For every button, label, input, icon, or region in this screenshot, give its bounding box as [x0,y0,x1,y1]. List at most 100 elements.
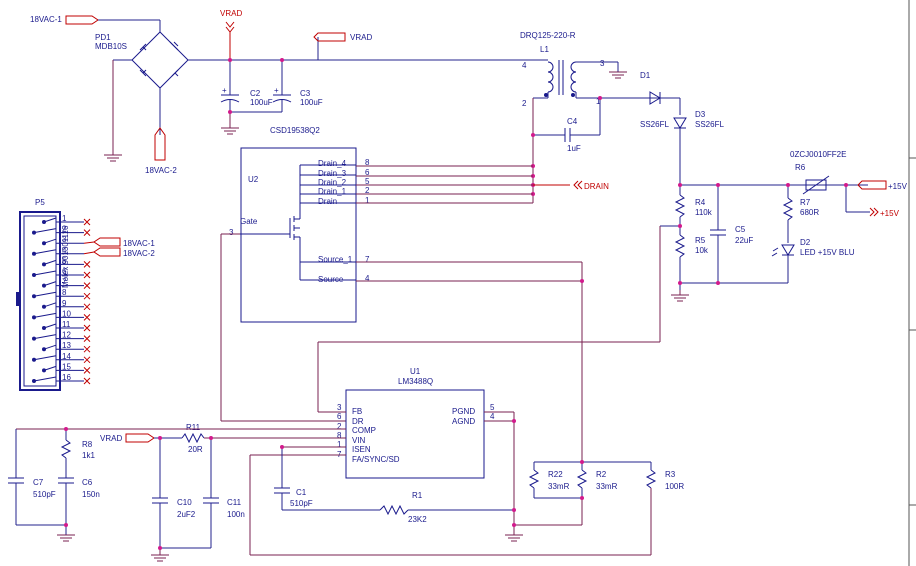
shunt-bus [514,461,651,526]
svg-text:R22: R22 [548,470,563,479]
p5-pin-number: 4 [62,246,67,255]
svg-text:FA/SYNC/SD: FA/SYNC/SD [352,455,400,464]
junctions-top [228,58,284,114]
svg-text:18VAC-2: 18VAC-2 [145,166,177,175]
svg-text:C3: C3 [300,89,311,98]
p5-pin-15: 15 [42,362,91,374]
p5-pin-number: 16 [62,373,71,382]
svg-text:VRAD: VRAD [100,434,122,443]
comp-network: C7 510pF [8,428,346,526]
svg-text:Source_1: Source_1 [318,255,353,264]
svg-text:C10: C10 [177,498,192,507]
p5-pin-number: 12 [62,331,71,340]
p5-pin-10: 10 [32,309,91,321]
p5-pin-number: 11 [62,320,71,329]
p5-pin-8: 8 [32,288,91,300]
svg-text:510pF: 510pF [290,499,313,508]
bridge-rectifier-pd1: PD1 MDB10S [95,31,230,155]
svg-text:+: + [274,86,279,95]
polyfuse-r6: 0ZCJ0010FF2E R6 [790,150,846,195]
connector-p5: P5 Molex 901301116 [16,198,70,391]
led-d2: D2 LED +15V BLU [771,238,855,283]
svg-text:U2: U2 [248,175,259,184]
p5-pin-4: 4 [32,246,95,256]
p5-pin-6: 6 [32,267,91,279]
svg-text:VIN: VIN [352,436,366,445]
resistor-r4: R4 110k [674,185,713,235]
ground-l1 [609,71,627,79]
svg-text:100n: 100n [227,510,245,519]
transformer-l1: DRQ125-220-R L1 4 3 2 1 [520,31,619,108]
svg-text:18VAC-1: 18VAC-1 [123,239,155,248]
p5-pin-number: 13 [62,341,71,350]
svg-text:C5: C5 [735,225,746,234]
capacitor-c4: C4 1uF [533,98,601,153]
svg-text:1: 1 [337,440,342,449]
svg-text:P5: P5 [35,198,45,207]
p5-pin-13: 13 [42,341,91,353]
svg-text:Drain_1: Drain_1 [318,187,347,196]
controller-u1: U1 LM3488Q FB DR COMP VIN ISEN FA/SYNC/S… [337,367,495,479]
u2-drain-wires [356,165,570,204]
p5-pin-number: 15 [62,362,71,371]
p5-pin-number: 10 [62,309,71,318]
p5-pin-number: 7 [62,278,67,287]
ground-caps [221,112,239,135]
svg-text:+15V: +15V [880,209,900,218]
svg-text:Drain: Drain [318,197,337,206]
svg-text:C4: C4 [567,117,578,126]
svg-text:3: 3 [229,228,234,237]
svg-text:R2: R2 [596,470,607,479]
svg-text:LED +15V BLU: LED +15V BLU [800,248,855,257]
svg-text:MDB10S: MDB10S [95,42,127,51]
svg-text:D3: D3 [695,110,706,119]
net-flag-vrad-bottom: VRAD [100,433,182,443]
ground-pd1 [104,154,122,162]
svg-text:5: 5 [365,177,370,186]
svg-text:Molex 901301116: Molex 901301116 [61,225,70,288]
svg-text:0ZCJ0010FF2E: 0ZCJ0010FF2E [790,150,846,159]
net-flag-15v: +15V +15V [845,180,908,218]
svg-text:7: 7 [365,255,370,264]
svg-text:R1: R1 [412,491,423,500]
u2-source-wires [356,261,583,462]
capacitor-c3: + C3 100uF [272,60,323,112]
gate-wire [220,233,346,422]
svg-text:D1: D1 [640,71,651,80]
svg-text:6: 6 [337,412,342,421]
net-flag-18vac-2-rect: 18VAC-2 [145,127,177,175]
svg-text:R7: R7 [800,198,811,207]
p5-pin-11: 11 [42,320,91,332]
svg-text:1uF: 1uF [567,144,581,153]
svg-text:R6: R6 [795,163,806,172]
p5-pin-number: 1 [62,214,67,223]
p5-pin-number: 5 [62,256,67,265]
p5-pin-12: 12 [32,331,91,342]
resistor-r22: R22 33mR [528,462,570,498]
p5-pin-3: 3 [42,235,95,246]
svg-text:33mR: 33mR [548,482,570,491]
svg-text:+15V: +15V [888,182,908,191]
resistor-r3: R3 100R [645,462,684,555]
svg-text:Drain_4: Drain_4 [318,159,347,168]
svg-text:PGND: PGND [452,407,475,416]
svg-text:4: 4 [522,61,527,70]
p5-pin-1: 1 [42,214,91,226]
svg-text:AGND: AGND [452,417,475,426]
isen-network: C1 510pF [249,446,651,556]
resistor-r11: R11 20R [181,423,346,454]
svg-text:R4: R4 [695,198,706,207]
p5-pin-14: 14 [32,352,91,364]
junctions-output [678,183,848,285]
capacitor-c10: C10 2uF2 [152,438,196,548]
svg-text:U1: U1 [410,367,421,376]
svg-text:1: 1 [596,97,601,106]
p5-pin-7: 7 [42,278,91,289]
svg-text:2: 2 [365,186,370,195]
svg-text:COMP: COMP [352,426,376,435]
svg-text:Drain_2: Drain_2 [318,178,347,187]
svg-text:22uF: 22uF [735,236,753,245]
svg-text:150n: 150n [82,490,100,499]
p5-pin-number: 6 [62,267,67,276]
